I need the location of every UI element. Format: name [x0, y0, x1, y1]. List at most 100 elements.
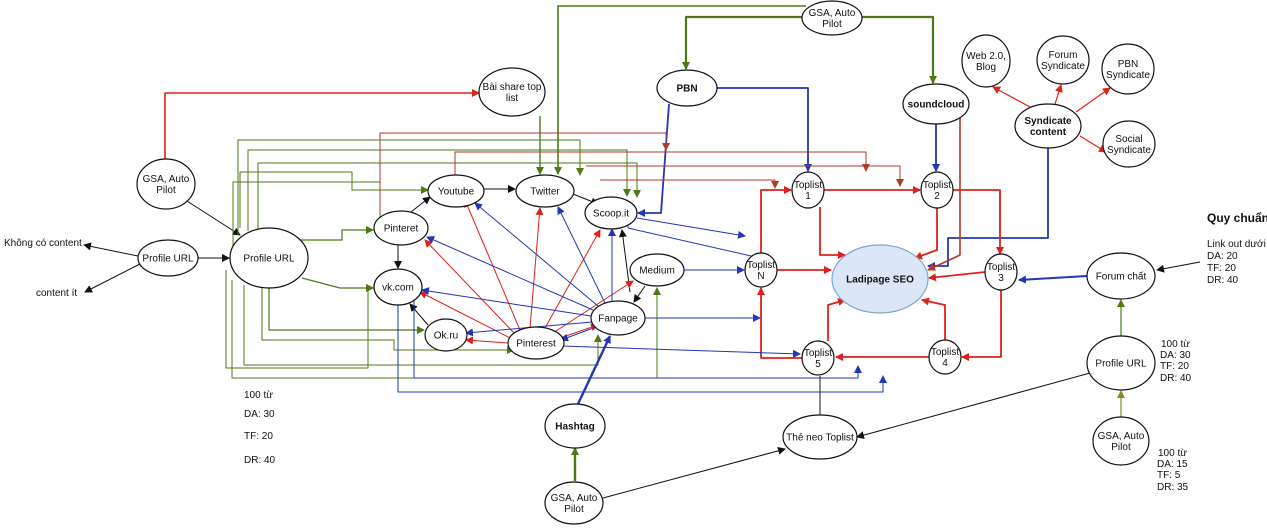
- note-line: DR: 40: [1160, 373, 1192, 384]
- connector-dark_red: [927, 107, 961, 271]
- connector-blue: [561, 345, 801, 358]
- note-line: DA: 30: [1160, 350, 1191, 361]
- connector-black: [602, 446, 786, 499]
- connector-blue: [397, 305, 887, 393]
- node-shape: [590, 300, 646, 336]
- node-label: Social: [1115, 134, 1142, 145]
- connector-blue: [421, 287, 592, 317]
- node-label: list: [506, 93, 518, 104]
- connector-red: [961, 290, 1002, 361]
- connector-blue: [426, 236, 594, 311]
- connector-dark_red: [586, 165, 904, 187]
- node-label: GSA, Auto: [551, 493, 598, 504]
- connector-red: [1079, 135, 1107, 153]
- node-shape: [1086, 252, 1156, 300]
- note-line: DA: 20: [1207, 251, 1238, 262]
- node-shape: [801, 340, 835, 376]
- node-shape: [1092, 416, 1150, 466]
- node-label: GSA, Auto: [1098, 431, 1145, 442]
- note-line: DA: 15: [1157, 459, 1188, 470]
- connector-blue: [927, 148, 1049, 270]
- connector-green: [300, 226, 374, 241]
- node-shape: [478, 67, 546, 117]
- node-label: Profile URL: [142, 254, 194, 265]
- node-shape: [831, 244, 929, 314]
- node-shape: [427, 174, 485, 208]
- connector-green: [237, 139, 584, 235]
- connector-black: [618, 229, 631, 293]
- connector-red: [992, 86, 1031, 108]
- node-shape: [744, 252, 778, 288]
- node-label: Thẻ neo Toplist: [786, 433, 854, 444]
- node-label: Pilot: [564, 504, 584, 515]
- node-shape: [928, 339, 962, 375]
- connector-green: [682, 15, 802, 70]
- node-pinteret: Pinteret: [373, 210, 429, 246]
- node-the-neo: Thẻ neo Toplist: [782, 414, 858, 460]
- connector-red: [529, 207, 544, 329]
- note-line: 100 từ: [1161, 339, 1190, 350]
- node-shape: [1086, 335, 1156, 391]
- note-line: DR: 40: [1207, 275, 1239, 286]
- node-label: content: [1030, 127, 1067, 138]
- node-shape: [791, 171, 825, 209]
- node-label: Toplist: [931, 347, 960, 358]
- node-shape: [984, 253, 1018, 291]
- node-label: Forum chất: [1096, 271, 1147, 283]
- node-twitter: Twitter: [515, 174, 575, 208]
- node-shape: [961, 34, 1011, 88]
- node-shape: [629, 253, 685, 287]
- node-shape: [424, 318, 468, 352]
- node-medium: Medium: [629, 253, 685, 287]
- node-shape: [920, 171, 954, 209]
- node-hashtag: Hashtag: [544, 403, 606, 449]
- node-label: Syndicate: [1041, 61, 1085, 72]
- node-shape: [1102, 120, 1156, 168]
- connector-blue: [637, 103, 670, 217]
- note-right-metrics-1: 100 từ DA: 30 TF: 20 DR: 40: [1160, 339, 1192, 384]
- connector-black: [1156, 261, 1201, 273]
- node-label: 4: [942, 358, 948, 369]
- node-shape: [137, 239, 199, 277]
- node-profile-big: Profile URL: [229, 227, 309, 289]
- connector-green: [261, 288, 515, 354]
- connector-red: [914, 208, 938, 260]
- node-label: Pinteret: [384, 224, 419, 235]
- connector-blue: [713, 87, 812, 172]
- node-fanpage: Fanpage: [590, 300, 646, 336]
- connector-red: [928, 271, 986, 282]
- note-line: 100 từ: [244, 390, 273, 401]
- connector-green: [268, 288, 425, 334]
- node-web20: Web 2.0,Blog: [961, 34, 1011, 88]
- connector-red: [921, 297, 946, 340]
- node-shape: [584, 196, 638, 230]
- node-label: GSA, Auto: [809, 8, 856, 19]
- connector-green: [243, 285, 602, 366]
- node-shape: [902, 83, 970, 125]
- connector-red: [164, 89, 480, 159]
- node-shape: [373, 210, 429, 246]
- node-ladipage: Ladipage SEO: [831, 244, 929, 314]
- connector-green: [225, 270, 374, 369]
- node-shape: [544, 481, 604, 525]
- node-label: Syndicate: [1024, 116, 1072, 127]
- node-label: Forum: [1049, 50, 1078, 61]
- node-shape: [656, 69, 718, 107]
- node-shape: [1101, 43, 1155, 95]
- node-label: Youtube: [438, 187, 475, 198]
- node-label: Pinterest: [516, 339, 556, 350]
- label-content-it: content ít: [36, 288, 77, 299]
- node-label: Profile URL: [243, 254, 295, 265]
- connector-blue: [474, 202, 599, 307]
- connector-red: [424, 239, 516, 335]
- connector-blue: [557, 206, 606, 304]
- note-line: TF: 5: [1157, 470, 1181, 481]
- node-label: soundcloud: [908, 100, 965, 111]
